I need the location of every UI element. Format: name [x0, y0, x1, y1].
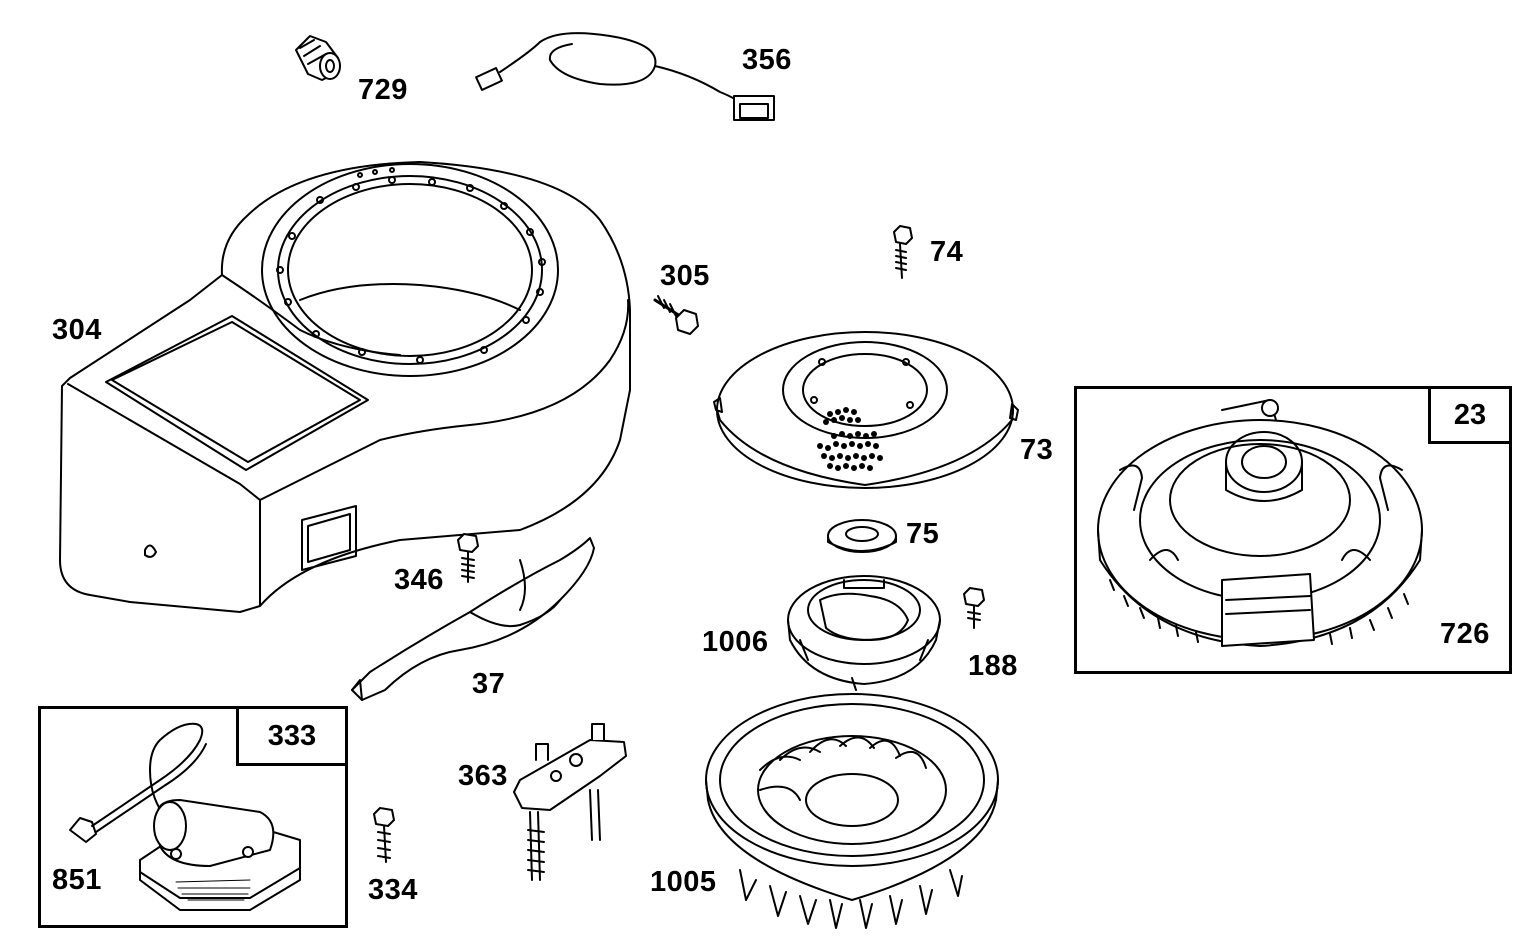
part-305-bolt-drawing	[653, 295, 699, 335]
part-label-356: 356	[742, 44, 792, 76]
part-label-346: 346	[394, 564, 444, 596]
part-74-screw-drawing	[893, 225, 913, 279]
part-label-1006: 1006	[702, 626, 769, 658]
kit-box-333	[38, 706, 348, 928]
part-851-armature-drawing	[69, 722, 301, 911]
part-729-plug-drawing	[295, 35, 341, 81]
part-75-washer-drawing	[827, 519, 897, 553]
part-334-screw-drawing	[373, 807, 395, 863]
part-label-851: 851	[52, 864, 102, 896]
kit-box-23	[1074, 386, 1512, 674]
part-1006-ratchet-drawing	[787, 575, 941, 691]
part-73-screen-drawing	[713, 331, 1019, 489]
part-356-wire-drawing	[475, 32, 775, 121]
part-label-305: 305	[660, 260, 710, 292]
part-726-flywheel-drawing	[1097, 399, 1423, 647]
part-label-304: 304	[52, 314, 102, 346]
part-label-188: 188	[968, 650, 1018, 682]
part-label-37: 37	[472, 668, 506, 700]
part-label-729: 729	[358, 74, 408, 106]
part-label-74: 74	[930, 236, 964, 268]
part-363-bracket-drawing	[513, 723, 627, 881]
part-label-75: 75	[906, 518, 940, 550]
kit-333-tag: 333	[236, 706, 348, 766]
part-1005-fan-drawing	[705, 693, 999, 929]
part-304-blower-housing-drawing	[59, 161, 631, 613]
part-label-334: 334	[368, 874, 418, 906]
part-label-1005: 1005	[650, 866, 717, 898]
part-label-73: 73	[1020, 434, 1054, 466]
part-188-screw-drawing	[963, 587, 985, 629]
part-37-baffle-drawing	[351, 537, 595, 701]
part-346-bolt-drawing	[457, 533, 479, 583]
part-label-363: 363	[458, 760, 508, 792]
part-label-726: 726	[1440, 618, 1490, 650]
kit-23-tag: 23	[1428, 386, 1512, 444]
